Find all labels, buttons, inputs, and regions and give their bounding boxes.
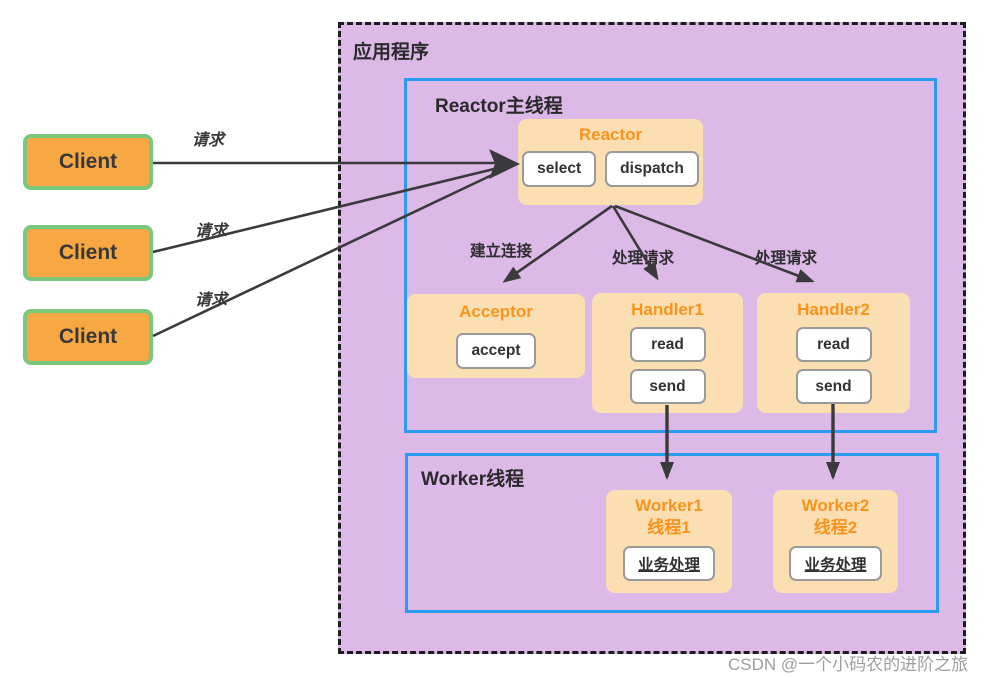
- request-label-1: 请求: [192, 132, 225, 149]
- request-label-2: 请求: [195, 223, 228, 240]
- edge-label-establish-connection: 建立连接: [470, 243, 533, 260]
- reactor-card: Reactor select dispatch: [518, 119, 703, 205]
- worker-thread-title: Worker线程: [421, 469, 525, 490]
- reactor-ops: select dispatch: [522, 151, 699, 187]
- handler1-ops: read send: [629, 327, 706, 404]
- application-title: 应用程序: [353, 42, 430, 63]
- reactor-main-thread-title: Reactor主线程: [435, 96, 563, 117]
- client-box-1: Client: [23, 134, 153, 190]
- op-worker2-business: 业务处理: [789, 546, 882, 581]
- reactor-main-thread-box: Reactor主线程 Reactor select dispatch 建立连接 …: [404, 78, 937, 433]
- handler1-card: Handler1 read send: [592, 293, 743, 413]
- request-label-3: 请求: [195, 292, 228, 309]
- op-worker1-business: 业务处理: [622, 546, 715, 581]
- op-accept: accept: [456, 333, 536, 369]
- csdn-watermark: CSDN @一个小码农的进阶之旅: [728, 655, 969, 674]
- client-box-3: Client: [23, 309, 153, 365]
- client-box-2: Client: [23, 225, 153, 281]
- edge-label-handle-request-2: 处理请求: [755, 250, 818, 267]
- op-dispatch: dispatch: [605, 151, 699, 187]
- op-handler1-send: send: [629, 369, 706, 404]
- worker-thread-box: Worker线程 Worker1 线程1 业务处理 Worker2 线程2 业务…: [405, 453, 939, 613]
- worker2-card-title: Worker2 线程2: [802, 495, 870, 539]
- edge-label-handle-request-1: 处理请求: [612, 250, 675, 267]
- handler2-card: Handler2 read send: [757, 293, 910, 413]
- op-handler2-send: send: [795, 369, 872, 404]
- handler2-card-title: Handler2: [797, 300, 870, 319]
- handler1-card-title: Handler1: [631, 300, 704, 319]
- application-container: 应用程序 Reactor主线程 Reactor select dispatch …: [338, 22, 966, 654]
- worker1-card-title: Worker1 线程1: [635, 495, 703, 539]
- worker1-title-line1: Worker1: [635, 496, 703, 515]
- reactor-card-title: Reactor: [578, 125, 643, 144]
- worker1-card: Worker1 线程1 业务处理: [606, 490, 732, 593]
- worker2-title-line1: Worker2: [801, 496, 870, 515]
- worker1-title-line2: 线程1: [647, 518, 691, 537]
- worker2-card: Worker2 线程2 业务处理: [773, 490, 898, 593]
- op-handler2-read: read: [795, 327, 872, 362]
- op-select: select: [522, 151, 597, 187]
- handler2-ops: read send: [795, 327, 872, 404]
- acceptor-card: Acceptor accept: [407, 294, 585, 378]
- worker2-title-line2: 线程2: [813, 518, 858, 537]
- op-handler1-read: read: [629, 327, 706, 362]
- acceptor-card-title: Acceptor: [459, 302, 533, 321]
